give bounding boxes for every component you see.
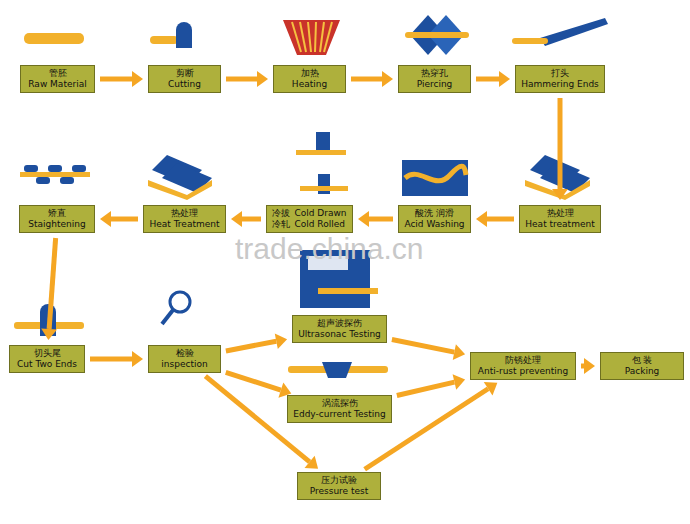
chinese-label: 包 装 xyxy=(632,355,653,366)
drawing-icon xyxy=(296,132,348,194)
chinese-label: 热穿孔 xyxy=(421,68,448,79)
english-label: Cold Drawn xyxy=(294,208,346,219)
flow-arrow xyxy=(552,98,568,200)
chinese-label: 管胚 xyxy=(49,68,67,79)
chinese-label: 热处理 xyxy=(547,208,574,219)
english-label: Pressure test xyxy=(310,486,369,497)
english-label: Raw Material xyxy=(28,79,86,90)
process-box: 剪断Cutting xyxy=(148,65,221,93)
acid-bath-icon xyxy=(402,160,468,196)
flow-arrow xyxy=(581,358,595,374)
chinese-label: 切头尾 xyxy=(34,348,61,359)
chinese-label: 防锈处理 xyxy=(505,355,541,366)
process-box: 检验inspection xyxy=(148,345,221,373)
flow-arrow xyxy=(226,71,268,87)
furnace-icon xyxy=(148,155,212,200)
flow-arrow xyxy=(100,71,143,87)
flow-arrow xyxy=(100,211,138,227)
english-label: inspection xyxy=(161,359,207,370)
process-box: 酸洗 润滑Acid Washing xyxy=(398,205,471,233)
flow-arrow xyxy=(358,211,393,227)
english-label: Cutting xyxy=(168,79,201,90)
process-box: 切头尾Cut Two Ends xyxy=(9,345,85,373)
chinese-label: 超声波探伤 xyxy=(317,318,362,329)
process-box: 加热Heating xyxy=(273,65,346,93)
piercing-icon xyxy=(405,15,469,55)
raw-bar xyxy=(24,33,84,44)
process-box: 冷拔 Cold Drawn 冷轧 Cold Rolled xyxy=(266,205,353,233)
chinese-label: 打头 xyxy=(551,68,569,79)
flow-arrow xyxy=(90,351,143,367)
english-label: Ultrasonac Testing xyxy=(298,329,381,340)
chinese-label: 压力试验 xyxy=(321,475,357,486)
flow-arrow xyxy=(351,71,393,87)
flow-arrow xyxy=(397,374,465,395)
english-label: Heat treatment xyxy=(525,219,594,230)
process-box: 涡流探伤Eddy-current Testing xyxy=(287,395,392,423)
hammering-icon xyxy=(512,18,608,46)
chinese-label: 冷拔 xyxy=(272,208,290,219)
chinese-label: 检验 xyxy=(176,348,194,359)
process-box: 包 装Packing xyxy=(600,352,684,380)
chinese-label: 矫直 xyxy=(48,208,66,219)
eddy-probe xyxy=(288,362,388,378)
straightening-icon xyxy=(20,165,90,184)
english-label: Heat Treatment xyxy=(149,219,219,230)
english-label: Heating xyxy=(292,79,327,90)
process-box: 热处理Heat Treatment xyxy=(143,205,226,233)
process-box: 热穿孔Piercing xyxy=(398,65,471,93)
process-box: 矫直Staightening xyxy=(19,205,95,233)
heating-icon xyxy=(283,20,340,55)
english-label: Anti-rust preventing xyxy=(478,366,568,377)
english-label: Cut Two Ends xyxy=(17,359,77,370)
chinese-label: 剪断 xyxy=(176,68,194,79)
english-label: Acid Washing xyxy=(404,219,464,230)
chinese-label: 热处理 xyxy=(171,208,198,219)
process-box: 热处理Heat treatment xyxy=(519,205,601,233)
flow-arrow xyxy=(226,333,287,351)
flow-arrow xyxy=(41,238,57,340)
english-label: Staightening xyxy=(28,219,85,230)
flow-arrow xyxy=(392,340,465,360)
english-label: Hammering Ends xyxy=(521,79,599,90)
english-label: Packing xyxy=(625,366,660,377)
flow-arrow xyxy=(231,211,261,227)
flow-arrow xyxy=(476,211,514,227)
chinese-label: 涡流探伤 xyxy=(322,398,358,409)
process-box: 打头Hammering Ends xyxy=(515,65,605,93)
process-box: 防锈处理Anti-rust preventing xyxy=(470,352,576,380)
magnifier-icon xyxy=(162,292,190,324)
chinese-label: 加热 xyxy=(301,68,319,79)
process-box: 超声波探伤Ultrasonac Testing xyxy=(292,315,387,343)
chinese-label: 冷轧 xyxy=(272,219,290,230)
watermark: trade.china.cn xyxy=(235,232,423,266)
flow-arrow xyxy=(476,71,510,87)
english-label: Cold Rolled xyxy=(294,219,344,230)
cutting-icon xyxy=(150,22,192,48)
english-label: Piercing xyxy=(417,79,453,90)
process-box: 管胚Raw Material xyxy=(20,65,95,93)
process-box: 压力试验Pressure test xyxy=(297,472,381,500)
chinese-label: 酸洗 润滑 xyxy=(415,208,454,219)
english-label: Eddy-current Testing xyxy=(293,409,386,420)
flow-arrow xyxy=(226,372,292,397)
